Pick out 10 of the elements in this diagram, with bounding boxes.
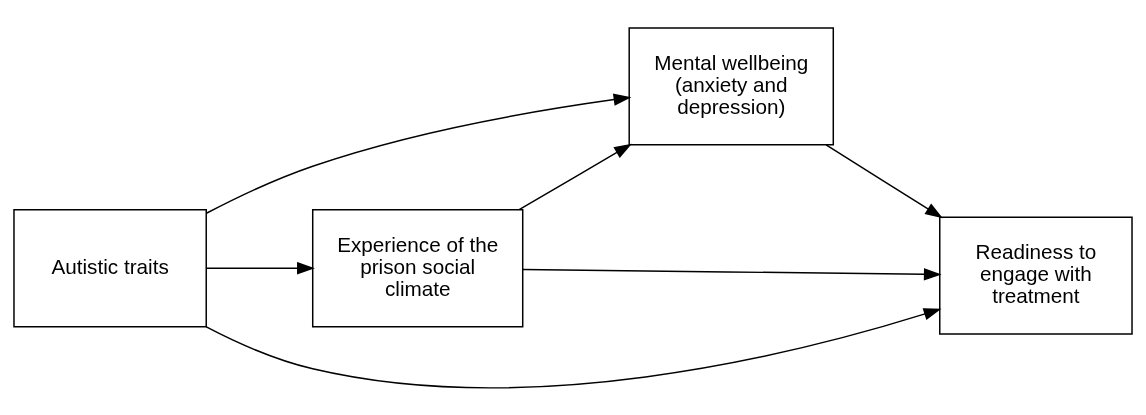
node-box: Autistic traits [13,208,207,327]
arrow [522,267,942,281]
node-box: Mental wellbeing (anxiety and depression) [628,26,834,145]
arrow [518,143,632,210]
arrow [205,93,632,214]
arrow [205,261,315,274]
arrow [205,307,942,388]
node-box: Experience of the prison social climate [312,208,524,327]
arrow [825,143,943,218]
node-box: Readiness to engage with treatment [939,215,1133,335]
